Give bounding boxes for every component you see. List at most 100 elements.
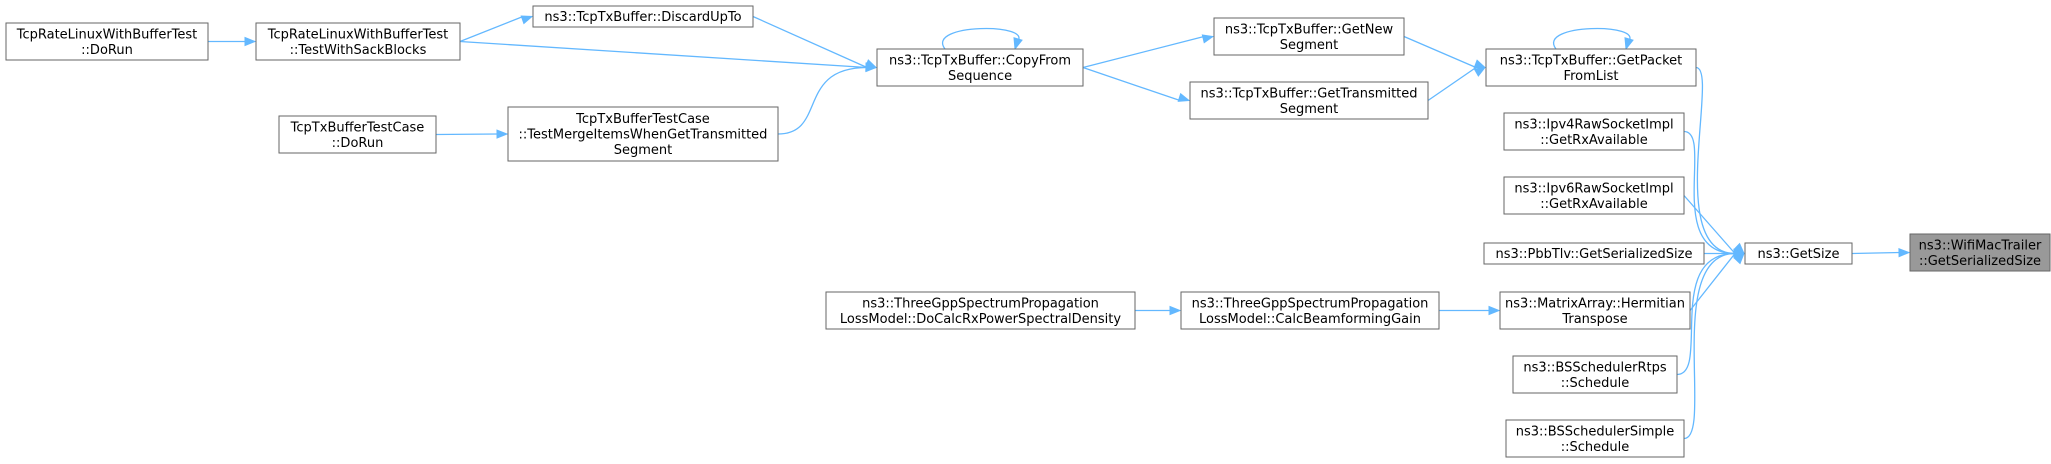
node-box — [1909, 233, 2051, 272]
node-ipv6raw[interactable]: ns3::Ipv6RawSocketImpl::GetRxAvailable — [1503, 176, 1685, 215]
edge-line — [459, 40, 868, 69]
edge-copyfrom-to-copyfrom — [941, 27, 1023, 51]
node-box — [5, 22, 209, 61]
arrow-head — [1201, 34, 1215, 44]
node-label-line: ns3::MatrixArray::Hermitian — [1505, 296, 1685, 311]
edge-discardupto-to-copyfrom — [752, 15, 878, 69]
node-label-line: TcpTxBufferTestCase — [290, 120, 425, 135]
node-label-line: ns3::Ipv6RawSocketImpl — [1514, 181, 1673, 196]
node-label-line: ::DoRun — [332, 136, 384, 151]
node-label-line: ns3::Ipv4RawSocketImpl — [1514, 117, 1673, 132]
arrow-head — [244, 36, 257, 47]
edge-ipv4raw-to-getsize — [1683, 130, 1746, 259]
node-txbufferdorun[interactable]: TcpTxBufferTestCase::DoRun — [278, 115, 437, 154]
node-discardupto[interactable]: ns3::TcpTxBuffer::DiscardUpTo — [532, 5, 754, 28]
node-simple[interactable]: ns3::BSSchedulerSimple::Schedule — [1505, 419, 1685, 458]
node-box — [1213, 17, 1405, 56]
node-label-line: LossModel::CalcBeamformingGain — [1199, 312, 1421, 327]
arrow-head — [865, 62, 878, 73]
node-label-line: Transpose — [1561, 312, 1627, 327]
edge-ratelinuxdorun-to-testwithsack — [208, 36, 257, 47]
edge-getpacketfromlist-to-getpacketfromlist — [1552, 27, 1634, 51]
node-layer: ns3::WifiMacTrailer::GetSerializedSizens… — [5, 5, 2051, 458]
node-label-line: ns3::TcpTxBuffer::GetPacket — [1500, 53, 1683, 68]
arrow-head — [1624, 37, 1634, 51]
node-ratelinuxdorun[interactable]: TcpRateLinuxWithBufferTest::DoRun — [5, 22, 209, 61]
node-label-line: ns3::GetSize — [1758, 247, 1840, 262]
edge-line — [1082, 35, 1205, 69]
edge-line — [1082, 66, 1181, 102]
node-label-line: ns3::BSSchedulerRtps — [1523, 360, 1666, 375]
node-box — [1483, 242, 1705, 265]
edge-layer — [208, 15, 1911, 440]
node-box — [1503, 176, 1685, 215]
node-label-line: ns3::PbbTlv::GetSerializedSize — [1495, 247, 1692, 262]
edge-line — [1676, 252, 1736, 376]
arrow-head — [1473, 66, 1487, 77]
node-box — [876, 48, 1084, 87]
edge-getpacketfromlist-to-getsize — [1695, 66, 1746, 259]
node-label-line: TcpTxBufferTestCase — [575, 112, 710, 127]
node-pbbtlv[interactable]: ns3::PbbTlv::GetSerializedSize — [1483, 242, 1705, 265]
node-testmerge[interactable]: TcpTxBufferTestCase::TestMergeItemsWhenG… — [507, 106, 779, 162]
edge-line — [1683, 195, 1736, 254]
node-label-line: ns3::BSSchedulerSimple — [1516, 424, 1674, 439]
node-box — [1499, 291, 1691, 330]
edge-line — [1851, 251, 1901, 255]
node-label-line: ns3::TcpTxBuffer::DiscardUpTo — [544, 10, 741, 25]
node-label-line: Segment — [1280, 102, 1339, 117]
node-box — [278, 115, 437, 154]
arrow-head — [1013, 37, 1023, 51]
node-ipv4raw[interactable]: ns3::Ipv4RawSocketImpl::GetRxAvailable — [1503, 112, 1685, 151]
node-box — [1744, 242, 1853, 265]
node-label-line: Sequence — [948, 69, 1012, 84]
arrow-head — [496, 129, 509, 139]
edge-line — [777, 66, 868, 135]
edge-line — [1427, 66, 1477, 102]
edge-getnewsegment-to-getpacketfromlist — [1403, 35, 1487, 69]
node-label-line: Segment — [614, 143, 673, 158]
edge-getsize-to-getserializedsize — [1851, 247, 1911, 258]
node-box — [825, 291, 1136, 330]
edge-testwithsack-to-discardupto — [459, 15, 534, 43]
node-box — [507, 106, 779, 162]
node-calcbeam[interactable]: ns3::ThreeGppSpectrumPropagationLossMode… — [1180, 291, 1440, 330]
node-label-line: Segment — [1280, 38, 1339, 53]
node-label-line: ::DoRun — [81, 43, 133, 58]
edge-line — [752, 15, 868, 69]
node-label-line: ::TestMergeItemsWhenGetTransmitted — [519, 128, 768, 143]
node-label-line: ::TestWithSackBlocks — [290, 43, 427, 58]
node-docalcrx[interactable]: ns3::ThreeGppSpectrumPropagationLossMode… — [825, 291, 1136, 330]
node-label-line: TcpRateLinuxWithBufferTest — [16, 27, 198, 42]
node-label-line: ::GetSerializedSize — [1919, 254, 2041, 269]
node-label-line: ns3::TcpTxBuffer::GetNew — [1225, 22, 1394, 37]
edge-line — [1683, 252, 1736, 440]
node-label-line: ns3::WifiMacTrailer — [1919, 238, 2042, 253]
node-testwithsack[interactable]: TcpRateLinuxWithBufferTest::TestWithSack… — [255, 22, 461, 61]
node-label-line: FromList — [1564, 69, 1619, 84]
node-box — [1485, 48, 1697, 87]
edge-line — [1683, 130, 1736, 255]
node-getserializedsize[interactable]: ns3::WifiMacTrailer::GetSerializedSize — [1909, 233, 2051, 272]
edge-line — [1552, 27, 1631, 50]
node-box — [1189, 81, 1429, 120]
edge-copyfrom-to-gettransmitted — [1082, 66, 1191, 102]
edge-simple-to-getsize — [1683, 248, 1746, 440]
node-label-line: ns3::ThreeGppSpectrumPropagation — [1192, 296, 1429, 311]
arrow-head — [1733, 248, 1746, 259]
arrow-head — [1177, 92, 1191, 102]
edge-line — [1695, 66, 1736, 255]
node-label-line: ::Schedule — [1561, 440, 1630, 455]
node-label-line: TcpRateLinuxWithBufferTest — [267, 27, 449, 42]
node-getsize[interactable]: ns3::GetSize — [1744, 242, 1853, 265]
edge-line — [435, 133, 499, 136]
edge-line — [941, 27, 1020, 50]
node-rtps[interactable]: ns3::BSSchedulerRtps::Schedule — [1512, 355, 1678, 394]
node-label-line: LossModel::DoCalcRxPowerSpectralDensity — [840, 312, 1122, 327]
